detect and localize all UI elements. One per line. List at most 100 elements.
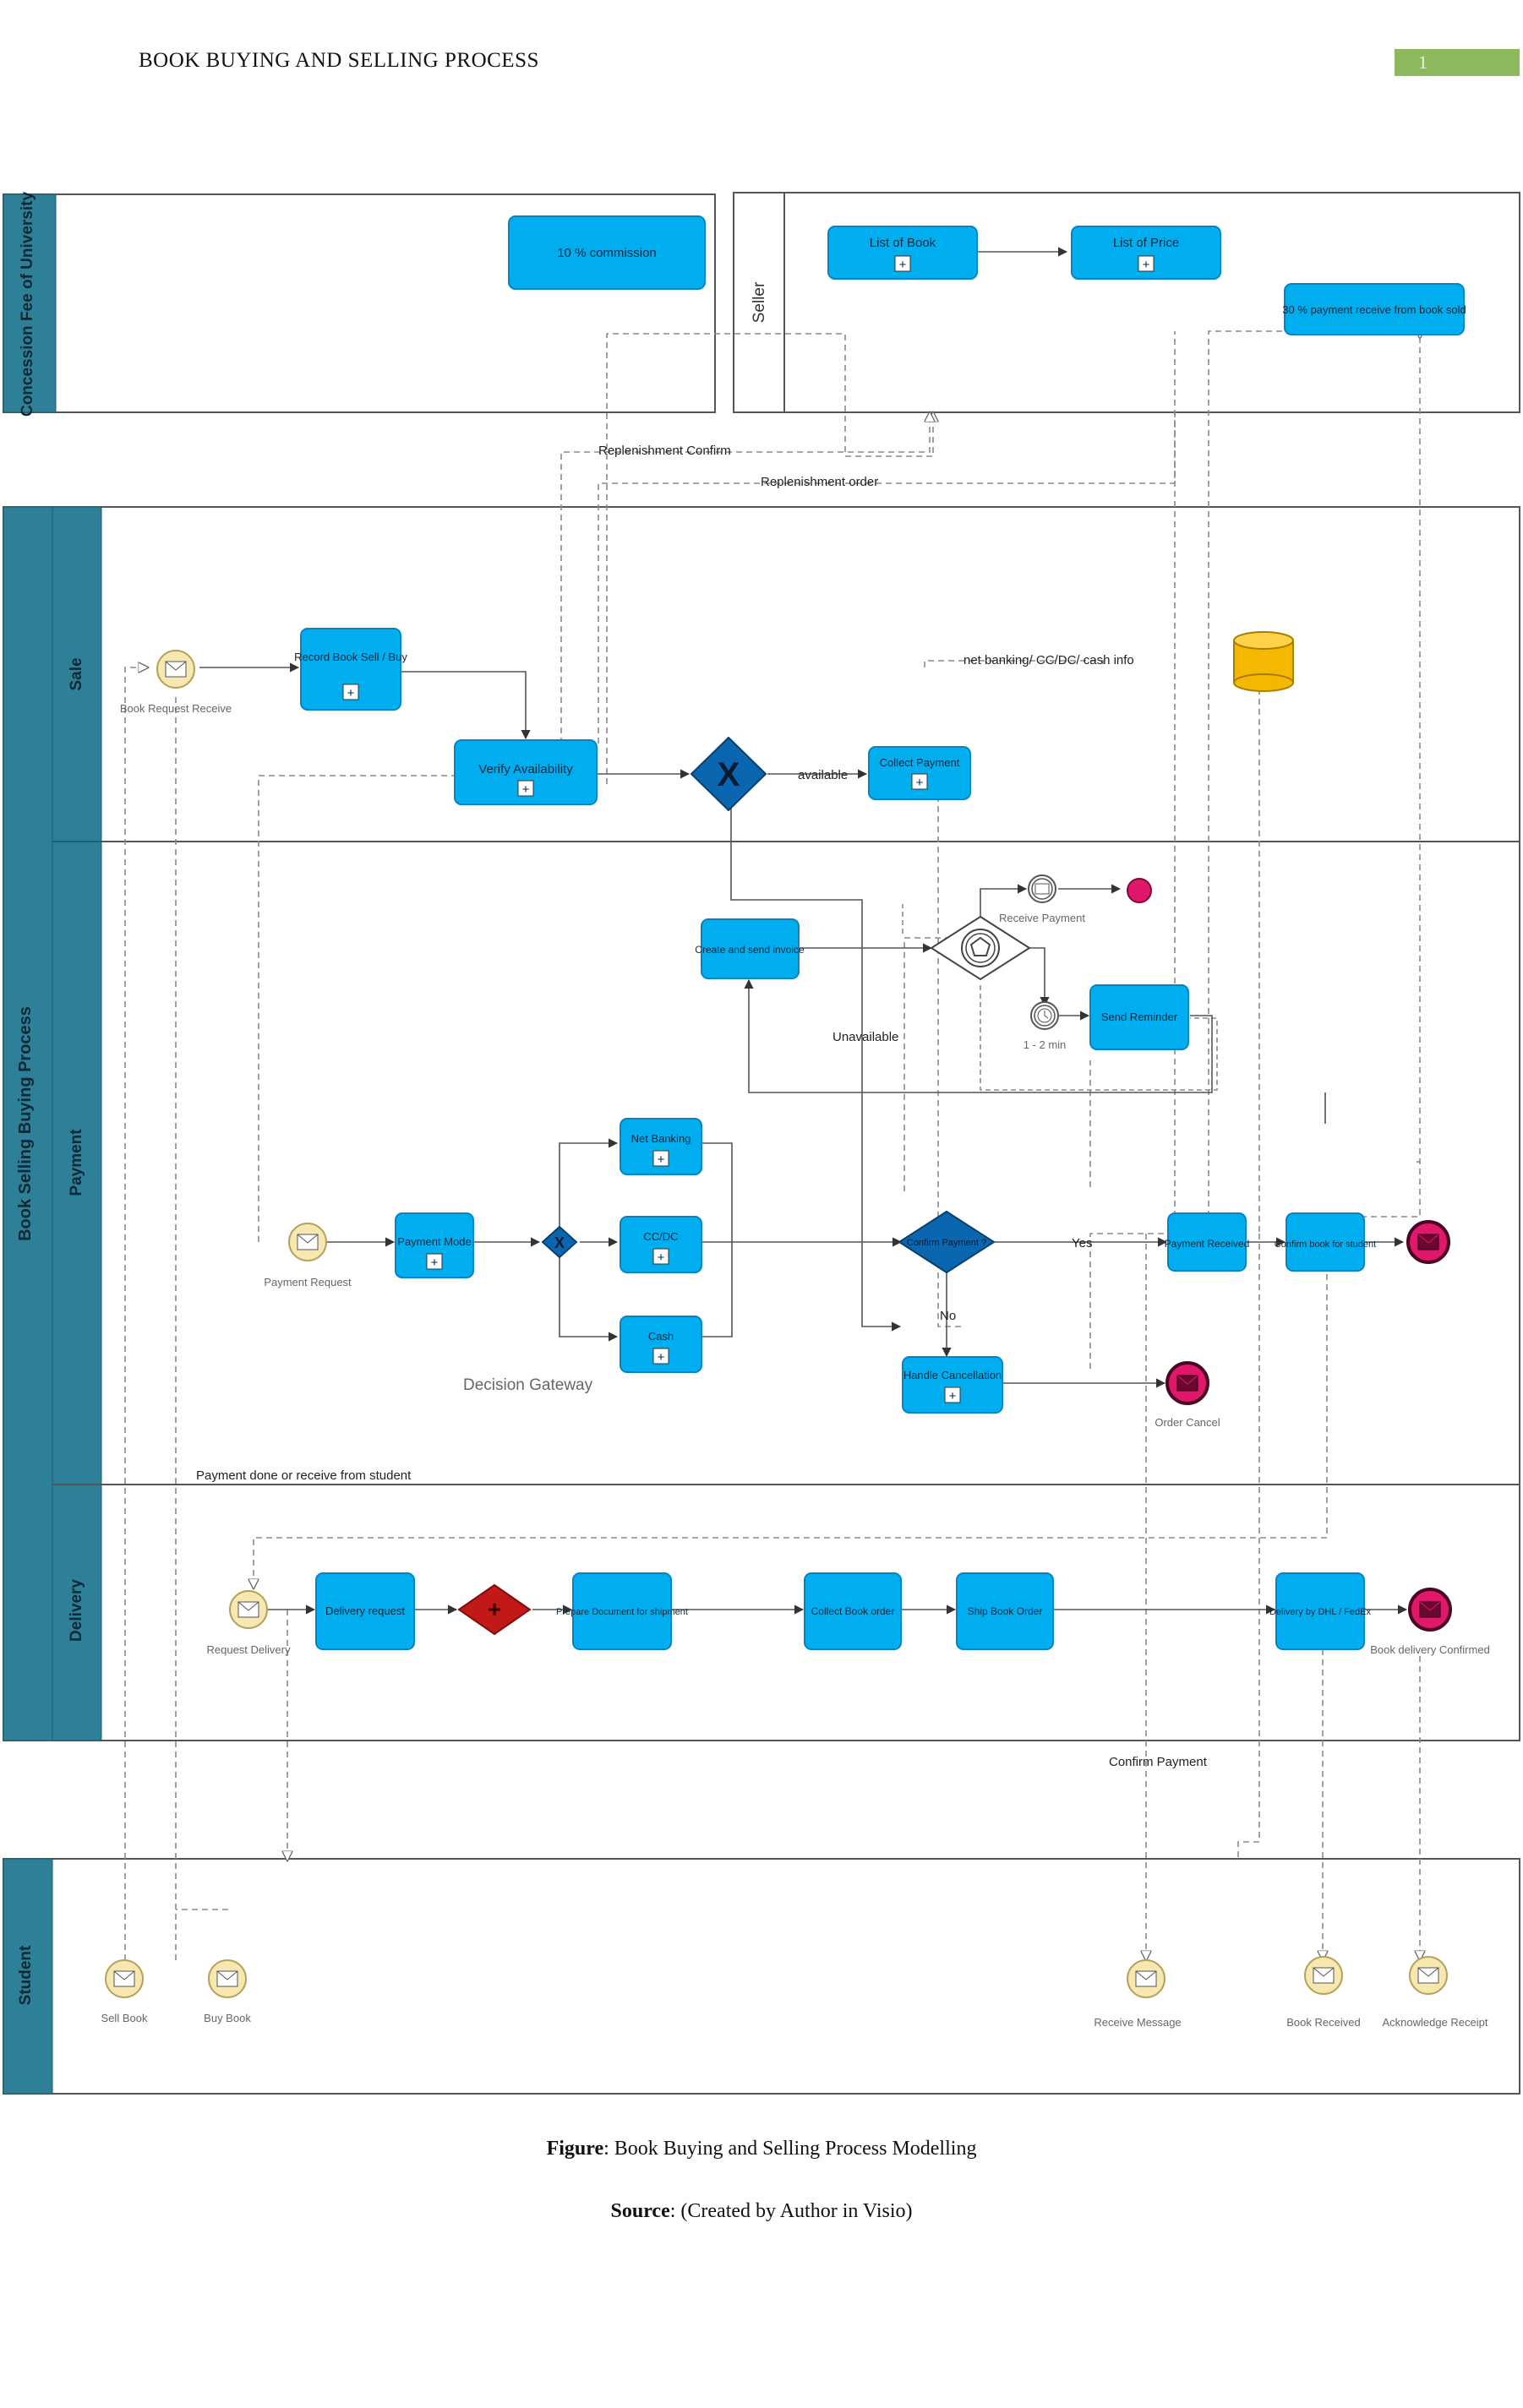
- bpmn-diagram: Concession Fee of University Seller Book…: [3, 192, 1520, 2095]
- label-replenishment-confirm: Replenishment Confirm: [598, 444, 731, 458]
- task-handle-cancellation[interactable]: Handle Cancellation +: [902, 1356, 1003, 1414]
- task-record-book-label: Record Book Sell / Buy: [294, 651, 407, 663]
- lane-payment-label: Payment: [68, 1129, 85, 1196]
- datastore-icon: [1233, 631, 1294, 692]
- student-event-book-received[interactable]: Book Received: [1286, 1956, 1361, 2029]
- task-send-reminder[interactable]: Send Reminder: [1089, 984, 1189, 1050]
- source-caption: Source: (Created by Author in Visio): [0, 2200, 1523, 2223]
- exclusive-gateway-payment-mode[interactable]: X: [541, 1225, 578, 1259]
- student-event-book-received-label: Book Received: [1286, 2016, 1360, 2029]
- task-commission[interactable]: 10 % commission: [508, 215, 706, 290]
- start-event-request-delivery[interactable]: Request Delivery: [207, 1590, 291, 1656]
- flow-labels: Replenishment Confirm Replenishment orde…: [196, 444, 1208, 1769]
- gateway-confirm-payment-label: Confirm Payment ?: [907, 1238, 986, 1248]
- label-confirm-payment: Confirm Payment: [1109, 1755, 1208, 1769]
- svg-text:+: +: [916, 776, 924, 790]
- timer-event[interactable]: 1 - 2 min: [1024, 1001, 1067, 1051]
- student-event-acknowledge-receipt-label: Acknowledge Receipt: [1382, 2016, 1488, 2029]
- task-net-banking[interactable]: Net Banking +: [620, 1118, 702, 1175]
- label-unavailable: Unavailable: [832, 1030, 898, 1044]
- task-payment-received-label: Payment Received: [1165, 1238, 1250, 1250]
- figure-caption-label: Figure: [546, 2138, 604, 2160]
- start-event-book-request-label: Book Request Receive: [120, 702, 232, 715]
- svg-text:+: +: [431, 1256, 439, 1270]
- gateways: X X Confirm Payment ? +: [457, 736, 1031, 1636]
- task-collect-book-order-label: Collect Book order: [811, 1605, 895, 1617]
- task-prepare-document[interactable]: Prepare Document for shipment: [556, 1572, 688, 1650]
- task-prepare-document-label: Prepare Document for shipment: [556, 1607, 688, 1617]
- end-event-delivery-confirmed-label: Book delivery Confirmed: [1370, 1643, 1490, 1656]
- intermediate-event-receive-payment[interactable]: Receive Payment: [999, 874, 1085, 924]
- task-delivery-request[interactable]: Delivery request: [315, 1572, 415, 1650]
- start-event-payment-request-label: Payment Request: [264, 1276, 352, 1288]
- error-gateway[interactable]: +: [457, 1583, 532, 1636]
- task-cash[interactable]: Cash +: [620, 1316, 702, 1373]
- start-event-payment-request[interactable]: Payment Request: [264, 1223, 352, 1288]
- task-handle-cancellation-label: Handle Cancellation: [903, 1369, 1002, 1381]
- task-list-of-book[interactable]: List of Book +: [827, 226, 978, 280]
- task-ship-book-order-label: Ship Book Order: [968, 1605, 1043, 1617]
- svg-text:+: +: [658, 1152, 665, 1167]
- label-available: available: [798, 768, 848, 782]
- task-cc-dc-label: CC/DC: [643, 1230, 678, 1243]
- gateway-confirm-payment[interactable]: Confirm Payment ?: [898, 1210, 996, 1274]
- svg-text:+: +: [658, 1350, 665, 1365]
- exclusive-gateway-availability[interactable]: X: [690, 736, 767, 812]
- svg-text:X: X: [554, 1234, 565, 1251]
- end-event-plain[interactable]: [1127, 878, 1152, 903]
- svg-text:+: +: [488, 1596, 501, 1622]
- student-event-receive-message[interactable]: Receive Message: [1094, 1959, 1182, 2029]
- svg-text:+: +: [899, 258, 907, 272]
- task-collect-payment[interactable]: Collect Payment +: [868, 746, 971, 800]
- end-event-delivery-confirmed[interactable]: Book delivery Confirmed: [1370, 1588, 1490, 1656]
- pool-student-label: Student: [17, 1945, 35, 2005]
- task-ship-book-order[interactable]: Ship Book Order: [956, 1572, 1054, 1650]
- label-yes: Yes: [1072, 1236, 1092, 1250]
- page-number: 1: [1418, 52, 1427, 73]
- pool-process-label: Book Selling Buying Process: [16, 1006, 35, 1241]
- task-verify-availability[interactable]: Verify Availability +: [454, 739, 598, 805]
- task-cc-dc[interactable]: CC/DC +: [620, 1216, 702, 1273]
- start-event-request-delivery-label: Request Delivery: [207, 1643, 291, 1656]
- task-create-invoice[interactable]: Create and send invoice: [695, 918, 805, 979]
- task-delivery-request-label: Delivery request: [325, 1604, 405, 1617]
- label-net-banking-cash: net banking/ CC/DC/ cash info: [963, 653, 1134, 667]
- student-event-sell-book[interactable]: Sell Book: [101, 1959, 148, 2024]
- label-decision-gateway: Decision Gateway: [463, 1376, 593, 1394]
- pool-seller-label: Seller: [751, 281, 768, 323]
- svg-text:+: +: [522, 782, 530, 797]
- source-caption-text: : (Created by Author in Visio): [669, 2200, 913, 2222]
- task-collect-book-order[interactable]: Collect Book order: [804, 1572, 902, 1650]
- end-event-order-cancel-label: Order Cancel: [1155, 1416, 1220, 1429]
- task-payment-mode[interactable]: Payment Mode +: [395, 1212, 474, 1278]
- event-based-gateway[interactable]: [930, 915, 1031, 981]
- end-event-confirm-book[interactable]: [1406, 1220, 1450, 1264]
- task-payment-receive[interactable]: 30 % payment receive from book sold: [1282, 283, 1466, 335]
- student-event-buy-book[interactable]: Buy Book: [204, 1959, 251, 2024]
- pool-student: Student: [3, 1858, 1520, 2095]
- label-no: No: [940, 1309, 956, 1323]
- start-event-book-request[interactable]: Book Request Receive: [120, 650, 232, 715]
- task-collect-payment-label: Collect Payment: [880, 756, 960, 769]
- sequence-flows: [199, 247, 1408, 1615]
- figure-caption: Figure: Book Buying and Selling Process …: [0, 2138, 1523, 2160]
- task-confirm-book[interactable]: Confirm book for student: [1275, 1212, 1376, 1272]
- student-event-acknowledge-receipt[interactable]: Acknowledge Receipt: [1382, 1956, 1488, 2029]
- pool-process: Book Selling Buying Process Sale Payment…: [3, 506, 1520, 1741]
- page-number-badge: 1: [1395, 49, 1520, 76]
- svg-text:+: +: [658, 1250, 665, 1265]
- student-event-buy-book-label: Buy Book: [204, 2012, 251, 2024]
- lane-delivery-label: Delivery: [68, 1579, 85, 1642]
- events: Book Request Receive Payment Request Req…: [101, 650, 1490, 2029]
- task-payment-received[interactable]: Payment Received: [1165, 1212, 1250, 1272]
- end-event-order-cancel[interactable]: Order Cancel: [1155, 1361, 1220, 1429]
- task-delivery-by-dhl[interactable]: Delivery by DHL / FedEx: [1269, 1572, 1372, 1650]
- task-commission-label: 10 % commission: [557, 246, 657, 260]
- task-payment-mode-label: Payment Mode: [397, 1235, 471, 1248]
- task-cash-label: Cash: [648, 1330, 674, 1343]
- task-list-of-price[interactable]: List of Price +: [1071, 226, 1221, 280]
- student-event-receive-message-label: Receive Message: [1094, 2016, 1181, 2029]
- svg-text:+: +: [949, 1389, 957, 1403]
- task-record-book[interactable]: Record Book Sell / Buy +: [294, 628, 407, 711]
- svg-text:+: +: [1143, 258, 1150, 272]
